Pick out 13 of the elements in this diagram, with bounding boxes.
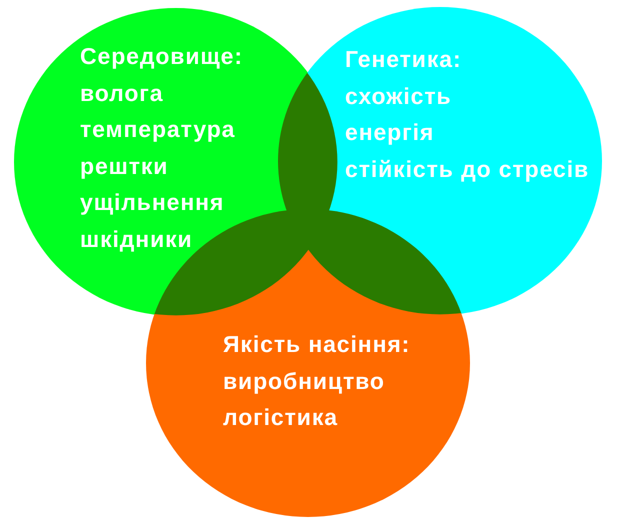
category-heading: Середовище: bbox=[80, 42, 243, 71]
factor-text: температура bbox=[80, 115, 236, 144]
factor-text: стійкість до стресів bbox=[345, 154, 590, 184]
factor-text: волога bbox=[80, 78, 164, 108]
factor-text: схожість bbox=[345, 82, 452, 111]
factor-text: ущільнення bbox=[80, 188, 224, 218]
factor-text: рештки bbox=[80, 152, 168, 181]
factor-text: логістика bbox=[223, 403, 338, 432]
category-heading: Якість насіння: bbox=[223, 330, 410, 359]
factor-text: енергія bbox=[345, 118, 434, 148]
category-heading: Генетика: bbox=[345, 45, 462, 74]
factor-text: шкідники bbox=[80, 224, 193, 254]
factor-text: виробництво bbox=[223, 366, 385, 396]
